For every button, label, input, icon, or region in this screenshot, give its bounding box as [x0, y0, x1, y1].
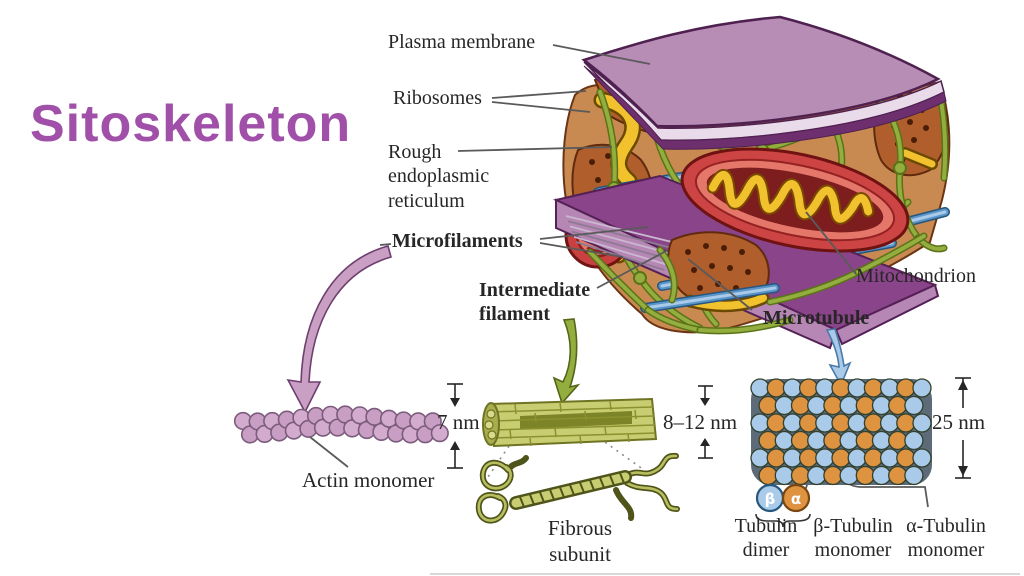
- label-rough-er: Rough endoplasmic reticulum: [388, 141, 490, 212]
- alpha-symbol: α: [791, 490, 801, 508]
- label-microfilaments: Microfilaments: [392, 230, 523, 252]
- zoom-dotted-lines: [487, 429, 645, 478]
- label-actin-monomer: Actin monomer: [302, 468, 435, 492]
- label-alpha-tubulin: α-Tubulin monomer: [906, 515, 986, 562]
- if-diameter: 8–12 nm: [663, 410, 738, 434]
- label-tubulin-dimer: Tubulin dimer: [734, 515, 798, 562]
- mt-diameter: 25 nm: [932, 410, 986, 434]
- intermediate-filament-shape: [482, 397, 658, 448]
- intermediate-filament-arrow: [552, 318, 581, 405]
- label-beta-tubulin: β-Tubulin monomer: [813, 515, 893, 562]
- page-title: Sitoskeleton: [30, 95, 352, 153]
- tubulin-dimer-icon: β α: [755, 483, 811, 528]
- actin-filament-shape: [233, 405, 449, 444]
- cell-block: [552, 15, 951, 350]
- plasma-membrane-shape: [581, 15, 947, 150]
- mitochondrion-shape: [680, 147, 910, 253]
- label-plasma-membrane: Plasma membrane: [388, 31, 536, 53]
- label-mitochondrion: Mitochondrion: [856, 265, 976, 287]
- fibrous-subunit-shape: [475, 452, 680, 524]
- beta-symbol: β: [765, 490, 776, 508]
- microtubule-shape: [750, 378, 932, 486]
- if-dimension-marks: [698, 385, 713, 459]
- microfilament-arrow: [286, 245, 392, 414]
- label-microtubule: Microtubule: [763, 307, 870, 329]
- label-intermediate-filament: Intermediate filament: [479, 279, 591, 326]
- label-fibrous-subunit: Fibrous subunit: [547, 516, 613, 566]
- actin-dimension-marks: [447, 383, 463, 469]
- actin-diameter: 7 nm: [437, 410, 480, 434]
- mt-dimension-marks: [955, 377, 971, 479]
- microfilament-mesh-front: [586, 232, 928, 335]
- microtubule-arrow: [825, 328, 852, 387]
- microtubule-rod-front: [640, 283, 780, 313]
- label-ribosomes: Ribosomes: [393, 87, 482, 109]
